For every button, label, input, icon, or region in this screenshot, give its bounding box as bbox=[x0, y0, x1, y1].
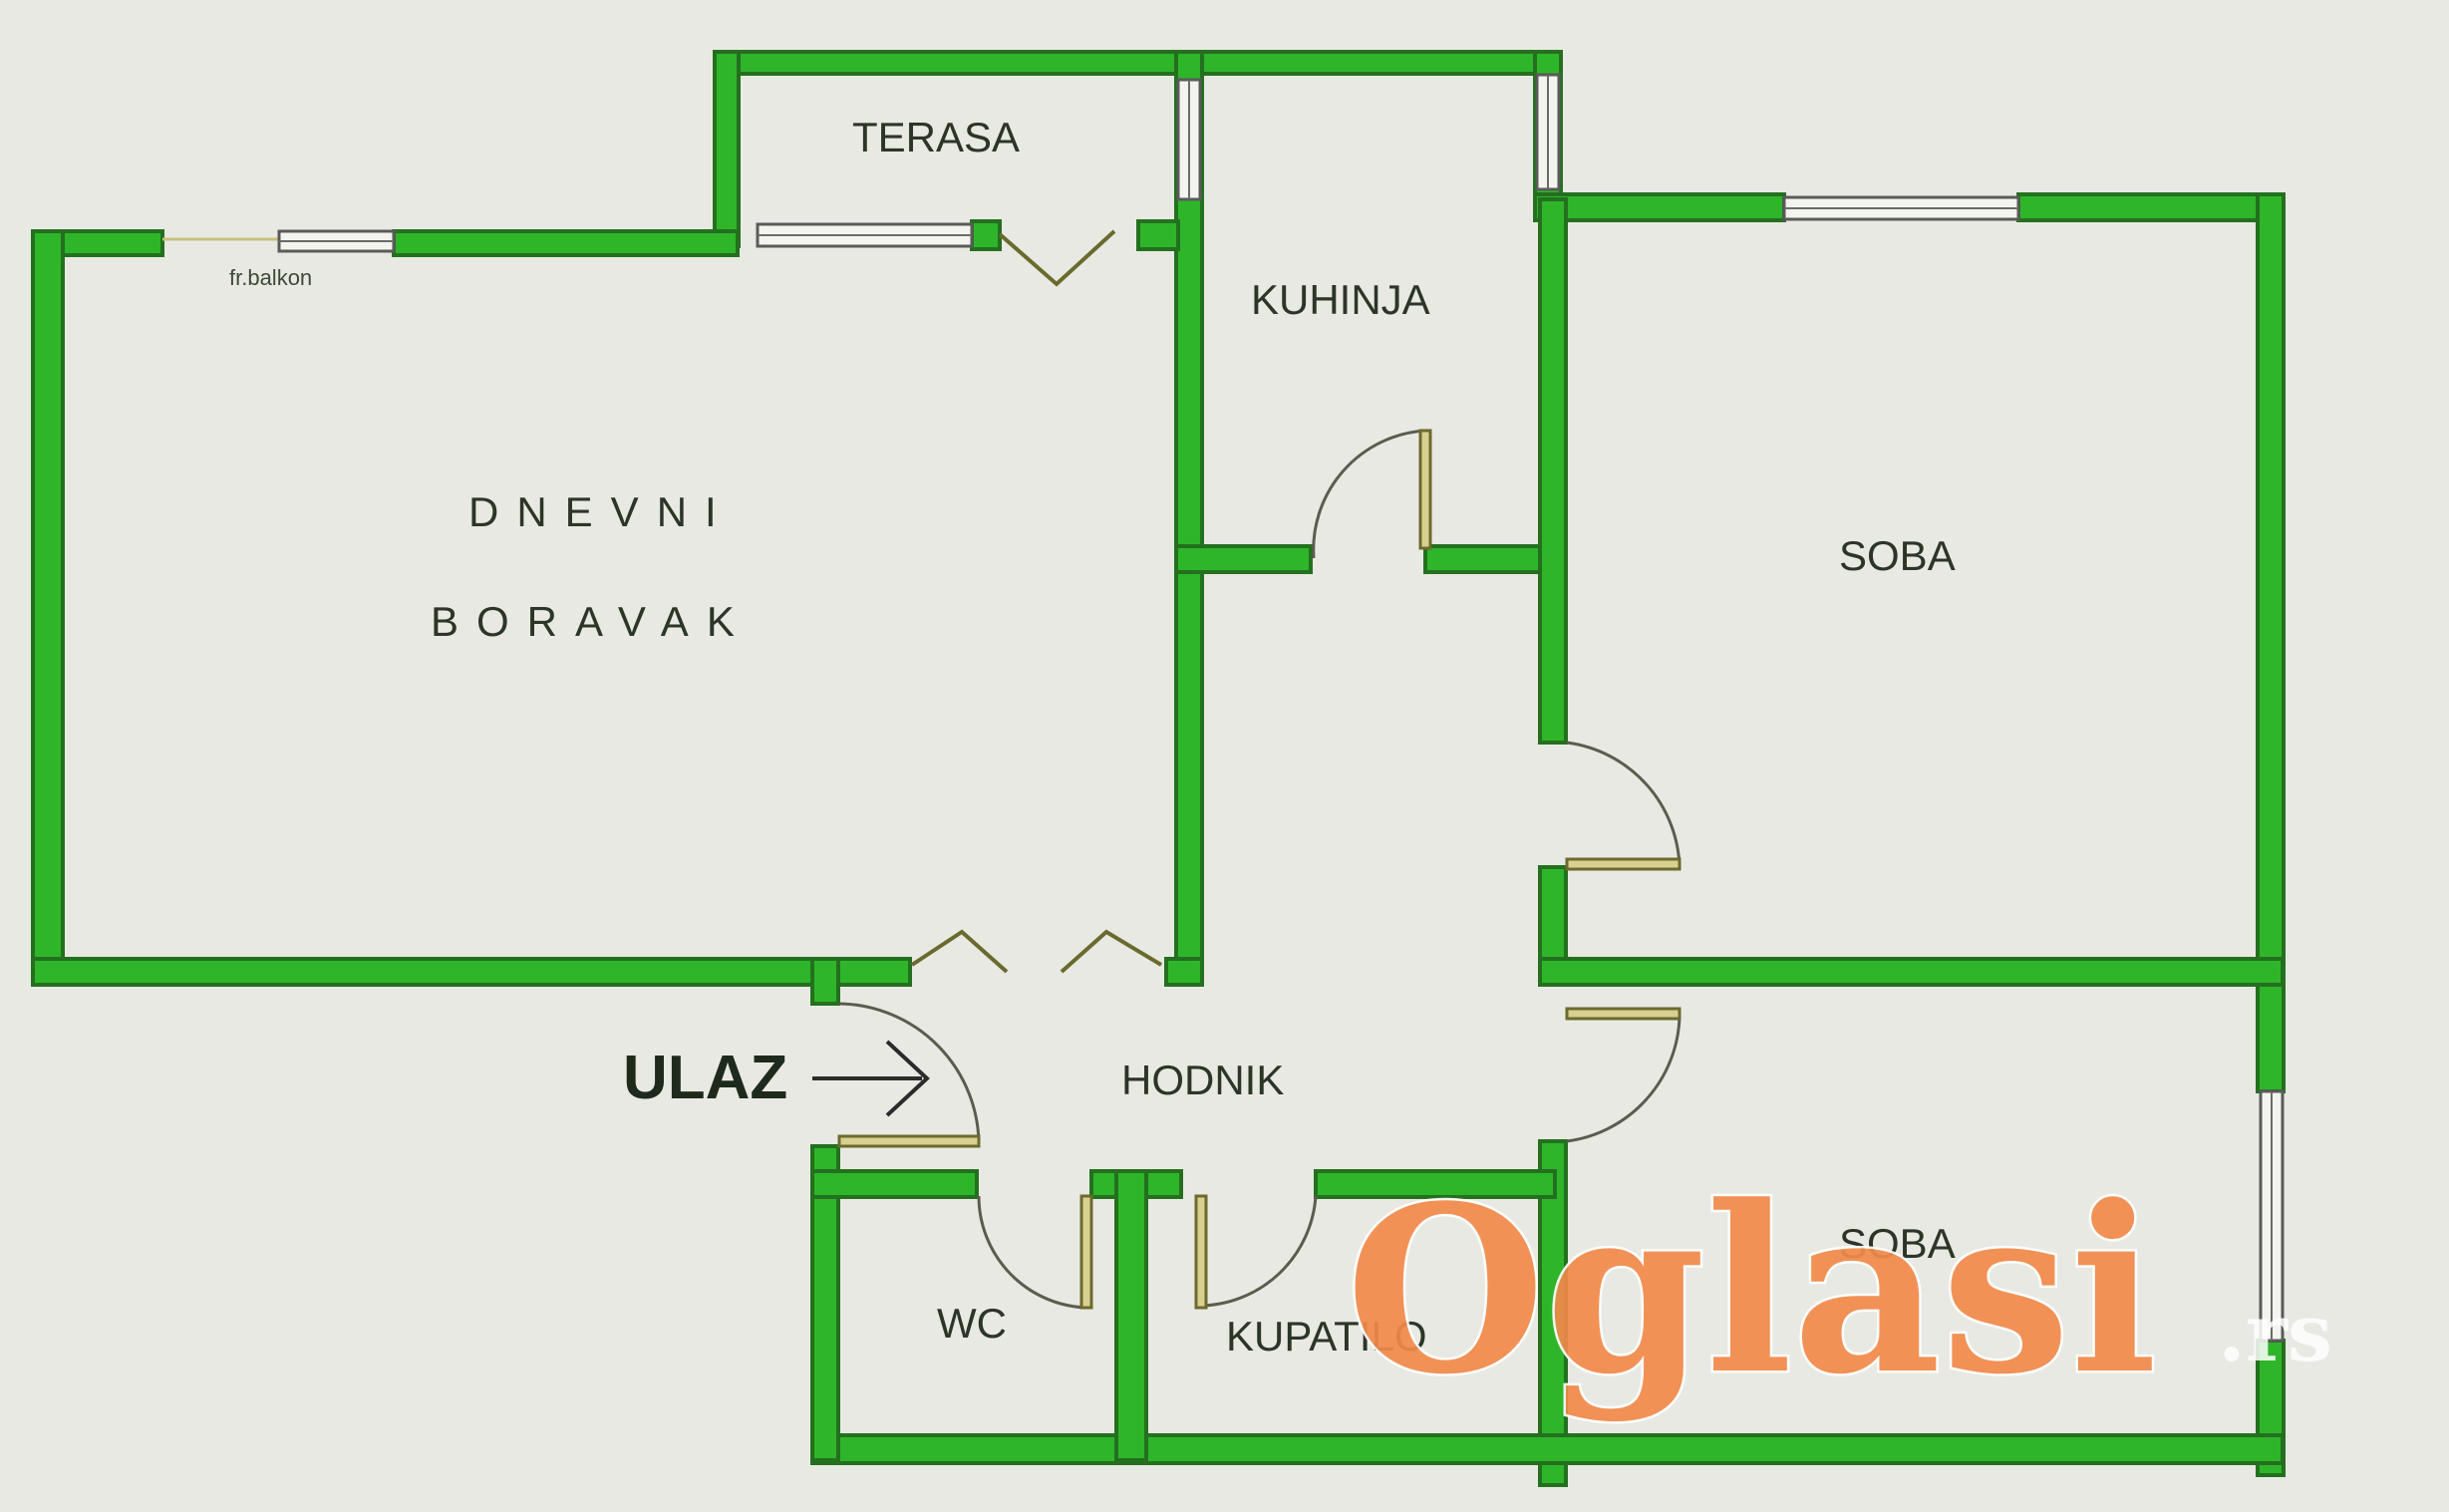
terrace-wall-top bbox=[713, 50, 1557, 76]
watermark-logo: Oglasi .rs bbox=[1344, 1154, 2333, 1428]
living-wall-bottom-left bbox=[31, 957, 912, 987]
label-bathroom: KUPATILO bbox=[1226, 1313, 1427, 1360]
kitchen-wall-bottom-left bbox=[1174, 544, 1313, 574]
living-wall-left bbox=[31, 229, 65, 986]
bathroom-door bbox=[1194, 1194, 1318, 1310]
wc-door bbox=[977, 1194, 1093, 1310]
bedrooms-divider bbox=[1538, 957, 2285, 987]
french-balcony-window bbox=[162, 229, 396, 253]
terrace-wall-bottom-right bbox=[1136, 219, 1180, 251]
label-hallway: HODNIK bbox=[1121, 1057, 1284, 1103]
windows bbox=[162, 73, 2285, 1343]
bedroom-wall-top-left bbox=[1533, 192, 1786, 222]
entrance-arrow-icon bbox=[812, 1040, 930, 1117]
living-wall-bottom-right bbox=[1164, 957, 1204, 987]
living-door-left bbox=[910, 929, 1009, 974]
wc-bath-divider bbox=[1114, 1169, 1148, 1462]
kitchen-wall-left bbox=[1174, 50, 1204, 976]
label-bedroom-large: SOBA bbox=[1839, 532, 1956, 579]
label-french-balcony: fr.balkon bbox=[229, 265, 312, 290]
terrace-side-window bbox=[1176, 78, 1202, 201]
doors bbox=[837, 229, 1682, 1310]
entrance-door bbox=[837, 1002, 981, 1148]
wc-wall-top bbox=[810, 1169, 979, 1199]
label-entrance: ULAZ bbox=[623, 1044, 787, 1112]
bedroom-side-window bbox=[2259, 1089, 2285, 1343]
kitchen-window bbox=[1535, 73, 1561, 191]
watermark-brand: Oglasi bbox=[1346, 1156, 2157, 1425]
living-door-right bbox=[1060, 929, 1163, 974]
bedroom-large-door bbox=[1565, 741, 1682, 871]
terrace-window bbox=[756, 222, 974, 248]
kitchen-door bbox=[1312, 429, 1432, 559]
bedroom-top-window bbox=[1782, 195, 2020, 221]
label-living-line1: DNEVNI bbox=[468, 488, 735, 535]
bedroom-wall-right bbox=[2256, 192, 2286, 1093]
bedroom-small-door bbox=[1565, 1007, 1682, 1143]
label-bedroom-small: SOBA bbox=[1839, 1220, 1956, 1267]
terrace-wall-bottom-stub bbox=[970, 219, 1002, 251]
hall-bedroom-wall-upper bbox=[1538, 197, 1568, 745]
label-kitchen: KUHINJA bbox=[1251, 276, 1430, 323]
label-wc: WC bbox=[937, 1300, 1007, 1347]
wall-bottom bbox=[810, 1433, 2285, 1465]
living-wall-top-right bbox=[392, 229, 740, 257]
terrace-door bbox=[998, 229, 1116, 287]
entry-wall-left-upper bbox=[810, 957, 840, 1006]
bedroom-wall-top-right bbox=[2016, 192, 2285, 222]
label-living-line2: BORAVAK bbox=[431, 598, 753, 645]
label-terrace: TERASA bbox=[852, 114, 1020, 160]
terrace-wall-left bbox=[713, 50, 741, 248]
watermark-suffix: .rs bbox=[2218, 1286, 2332, 1379]
bath-wall-top-right bbox=[1314, 1169, 1557, 1199]
